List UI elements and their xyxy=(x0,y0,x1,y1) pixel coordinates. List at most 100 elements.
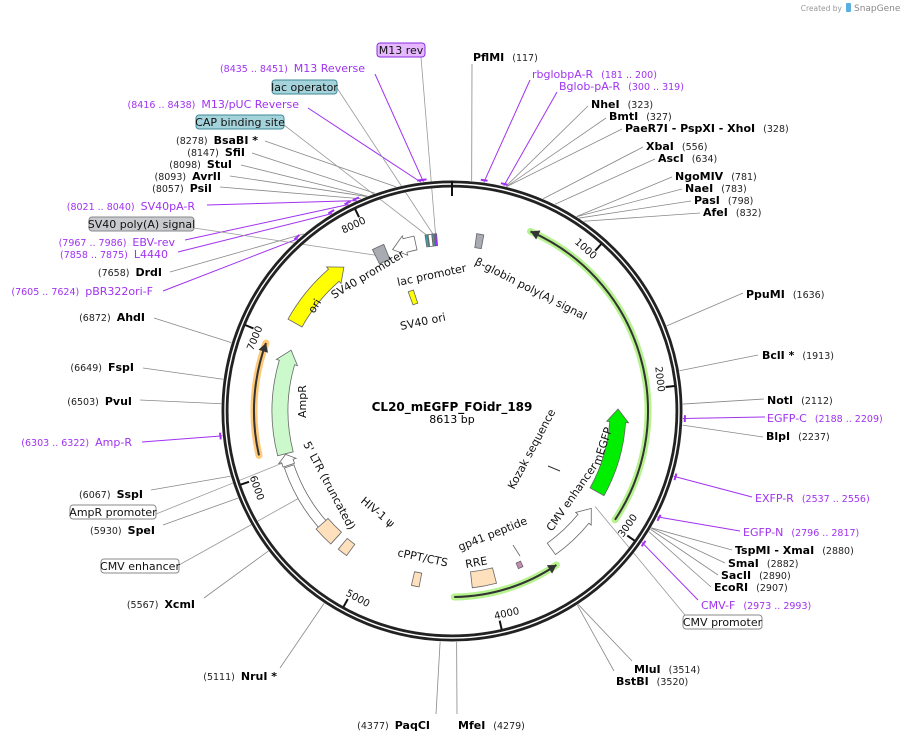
feature-sv40-poly-a-signal[interactable] xyxy=(371,243,391,265)
site-bcli-label[interactable]: BclI *(1913) xyxy=(762,349,834,362)
callout-cmv-enhancer[interactable]: CMV enhancer xyxy=(100,558,180,574)
primer-ebv-rev-label[interactable]: (7967 .. 7986)EBV-rev xyxy=(59,236,176,249)
feature-cppt-cts[interactable] xyxy=(410,571,423,588)
orf-arc[interactable] xyxy=(530,230,649,521)
site-ngomiv-label[interactable]: NgoMIV(781) xyxy=(675,170,757,183)
feature-hiv-1[interactable] xyxy=(337,537,356,557)
site-bmti-label[interactable]: BmtI(327) xyxy=(609,110,672,123)
feature--globin-poly-a-signal[interactable] xyxy=(474,233,485,250)
feature-rre[interactable] xyxy=(470,567,497,589)
site-xcmi-label[interactable]: (5567)XcmI xyxy=(127,598,195,611)
site-xbai-label[interactable]: XbaI(556) xyxy=(646,140,707,153)
primer-rbglobpa-r-label[interactable]: rbglobpA-R(181 .. 200) xyxy=(532,68,657,81)
site-bstbi-leader xyxy=(577,604,615,672)
primer-m13-puc-reverse-position: (8416 .. 8438) xyxy=(128,100,196,111)
primer-binding-mark[interactable] xyxy=(480,178,488,182)
site-ppumi-label[interactable]: PpuMI(1636) xyxy=(746,288,824,301)
callout-lac-operator[interactable]: lac operator xyxy=(271,79,338,95)
callout-ampr-promoter[interactable]: AmpR promoter xyxy=(69,504,157,520)
primer-m13-puc-reverse-name: M13/pUC Reverse xyxy=(201,98,299,111)
site-bcli-name: BclI * xyxy=(762,349,795,362)
primer-binding-mark[interactable] xyxy=(640,540,647,547)
feature-5-ltr-u3-block[interactable] xyxy=(315,517,343,545)
site-mlui-label[interactable]: MluI(3514) xyxy=(634,663,700,676)
site-spei-label[interactable]: (5930)SpeI xyxy=(90,524,155,537)
primer-binding-mark[interactable] xyxy=(352,196,360,202)
site-pasi-label[interactable]: PasI(798) xyxy=(694,194,753,207)
callout-leader xyxy=(178,495,303,566)
site-fspi-label[interactable]: (6649)FspI xyxy=(70,361,134,374)
primer-bglob-pa-r-label[interactable]: Bglob-pA-R(300 .. 319) xyxy=(559,80,684,93)
feature-sv40-promoter[interactable] xyxy=(391,234,418,256)
site-blpi-label[interactable]: BlpI(2237) xyxy=(766,430,830,443)
site-ecori-label[interactable]: EcoRI(2907) xyxy=(714,581,788,594)
feature-m13-rev[interactable] xyxy=(433,233,439,247)
site-afei-label[interactable]: AfeI(832) xyxy=(703,206,761,219)
site-asci-label[interactable]: AscI(634) xyxy=(658,152,717,165)
svg-text:lac operator: lac operator xyxy=(271,81,338,94)
credit-brand[interactable]: SnapGene xyxy=(854,4,901,14)
site-bsabi-label[interactable]: (8278)BsaBI * xyxy=(176,134,258,147)
site-paer7i-label[interactable]: PaeR7I - PspXI - XhoI(328) xyxy=(625,122,789,135)
site-ecori-position: (2907) xyxy=(756,583,788,594)
site-noti-label[interactable]: NotI(2112) xyxy=(767,394,833,407)
site-pvui-label[interactable]: (6503)PvuI xyxy=(67,395,132,408)
primer-amp-r-label[interactable]: (6303 .. 6322)Amp-R xyxy=(21,436,132,449)
callout-sv40-polya-signal[interactable]: SV40 poly(A) signal xyxy=(88,216,195,232)
site-sspi-label[interactable]: (6067)SspI xyxy=(79,488,143,501)
site-mfei-label[interactable]: MfeI(4279) xyxy=(458,719,525,732)
site-ahdi-label[interactable]: (6872)AhdI xyxy=(79,311,145,324)
site-ecori-leader xyxy=(648,531,712,588)
primer-pbr322ori-f-label[interactable]: (7605 .. 7624)pBR322ori-F xyxy=(11,285,153,298)
callout-cmv-promoter[interactable]: CMV promoter xyxy=(682,614,763,630)
feature-cap-binding-site[interactable] xyxy=(424,234,430,248)
site-paqci-label[interactable]: (4377)PaqCI xyxy=(357,719,430,732)
site-pflmi-label[interactable]: PflMI(117) xyxy=(473,51,538,64)
feature-ori[interactable] xyxy=(287,266,345,328)
site-sfii-label[interactable]: (8147)SfiI xyxy=(187,146,245,159)
primer-egfp-c-label[interactable]: EGFP-C(2188 .. 2209) xyxy=(767,412,883,425)
feature-cmv-enhancer[interactable] xyxy=(546,507,592,556)
site-tspmi-label[interactable]: TspMI - XmaI(2880) xyxy=(735,544,854,557)
site-avrii-label[interactable]: (8093)AvrII xyxy=(155,170,222,183)
site-drdi-label[interactable]: (7658)DrdI xyxy=(98,266,162,279)
feature-sv40-ori[interactable] xyxy=(407,289,419,306)
orf-arrowhead xyxy=(530,230,541,240)
callout-cap-binding-site[interactable]: CAP binding site xyxy=(195,114,285,130)
site-smai-label[interactable]: SmaI(2882) xyxy=(728,557,799,570)
site-psii-label[interactable]: (8057)PsiI xyxy=(152,182,212,195)
primer-sv40pa-r-label[interactable]: (8021 .. 8040)SV40pA-R xyxy=(67,200,196,213)
primer-m13-reverse-label[interactable]: (8435 .. 8451)M13 Reverse xyxy=(220,62,365,75)
callout-m13-rev[interactable]: M13 rev xyxy=(376,42,426,58)
tick-mark xyxy=(498,620,503,630)
primer-binding-mark[interactable] xyxy=(293,234,301,241)
site-bsabi-leader xyxy=(264,140,397,188)
site-nrui-label[interactable]: (5111)NruI * xyxy=(203,670,277,683)
primer-binding-mark[interactable] xyxy=(327,209,335,215)
primer-binding-mark[interactable] xyxy=(500,182,508,186)
primer-binding-mark[interactable] xyxy=(416,178,424,182)
feature-gp41-peptide[interactable] xyxy=(515,560,524,570)
primer-binding-mark[interactable] xyxy=(344,200,352,206)
site-sacii-label[interactable]: SacII(2890) xyxy=(721,569,791,582)
site-noti-position: (2112) xyxy=(801,396,833,407)
feature-megfp[interactable] xyxy=(589,408,630,497)
orf-arc[interactable] xyxy=(252,342,267,456)
site-nhei-label[interactable]: NheI(323) xyxy=(591,98,653,111)
primer-egfp-n-position: (2796 .. 2817) xyxy=(791,528,859,539)
site-naei-label[interactable]: NaeI(783) xyxy=(685,182,747,195)
feature-ampr[interactable] xyxy=(271,349,299,457)
site-psii-leader xyxy=(219,186,361,200)
feature-ampr-promoter[interactable] xyxy=(277,453,298,468)
primer-binding-mark[interactable] xyxy=(673,473,678,481)
primer-l4440-label[interactable]: (7858 .. 7875)L4440 xyxy=(60,248,168,261)
primer-exfp-r-label[interactable]: EXFP-R(2537 .. 2556) xyxy=(755,492,870,505)
primer-cmv-f-label[interactable]: CMV-F(2973 .. 2993) xyxy=(701,599,811,612)
orf-arc[interactable] xyxy=(454,564,557,598)
site-bstbi-label[interactable]: BstBI(3520) xyxy=(616,675,688,688)
primer-m13-puc-reverse-label[interactable]: (8416 .. 8438) M13/pUC Reverse xyxy=(128,98,300,111)
primer-binding-mark[interactable] xyxy=(656,514,662,522)
primer-binding-mark[interactable] xyxy=(219,432,222,440)
site-stui-label[interactable]: (8098)StuI xyxy=(169,158,232,171)
primer-egfp-n-label[interactable]: EGFP-N(2796 .. 2817) xyxy=(743,526,859,539)
